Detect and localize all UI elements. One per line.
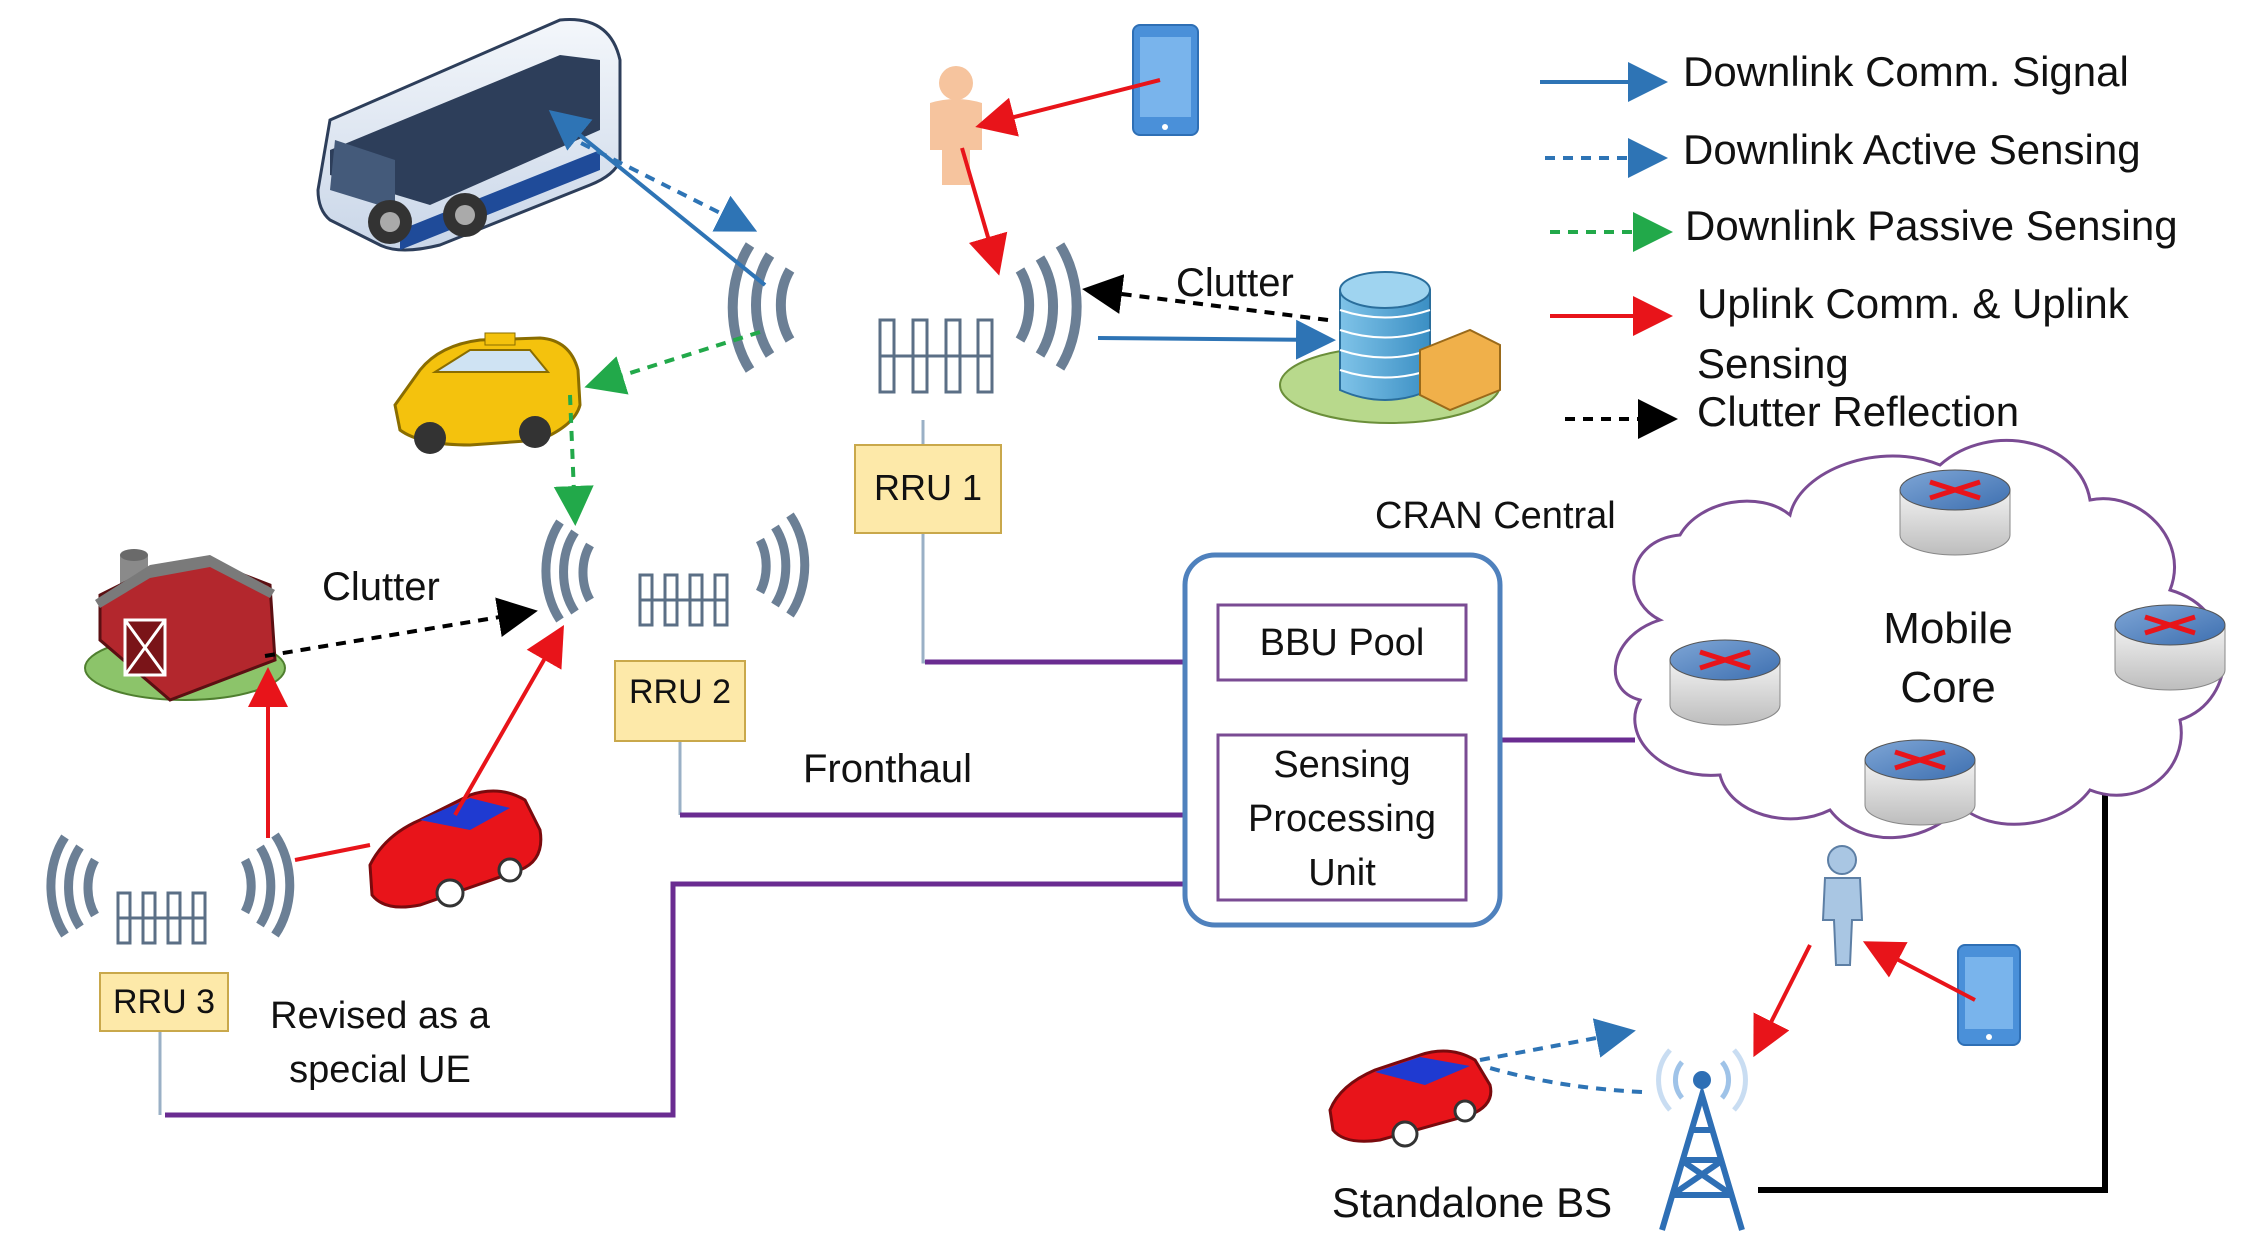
mobile-core-line1: Mobile [1883, 604, 2013, 653]
signal-waves-left [46, 834, 99, 938]
signal-arrows [248, 78, 1976, 1094]
antenna-icon [878, 318, 994, 394]
core-bs-backhaul [1758, 765, 2108, 1193]
rru2-box [614, 660, 746, 742]
barn-rru2-clutter [264, 597, 538, 658]
fronthaul-label: Fronthaul [803, 747, 972, 791]
rru3: RRU 3 [46, 832, 295, 1032]
person2-bs-uplink [1753, 944, 1812, 1058]
signal-waves-right [240, 832, 295, 938]
legend-downlink-passive: Downlink Passive Sensing [1685, 202, 2178, 249]
phone-icon [1957, 944, 2021, 1046]
cloud-icon [1613, 439, 2226, 839]
bus-icon [316, 18, 622, 252]
legend-uplink-line2: Sensing [1697, 340, 1849, 387]
tower-icon [1656, 1048, 1748, 1231]
signal-waves-right [1015, 242, 1082, 371]
sensing-processing-box [1216, 733, 1468, 902]
phone-icon [1132, 24, 1199, 136]
rru1-taxi-passive [584, 330, 761, 395]
legend: Downlink Comm. Signal Downlink Active Se… [1540, 48, 2178, 439]
phone-person-uplink [975, 78, 1161, 137]
barn-icon [84, 549, 286, 702]
rru1-bus-comm [548, 109, 767, 287]
building-icon [1279, 271, 1501, 424]
fronthaul-links [158, 420, 2108, 1193]
rru3-label: RRU 3 [113, 983, 215, 1021]
red-car-icon [1328, 1049, 1493, 1148]
red-car-icon [368, 789, 543, 909]
car-rru3-uplink [294, 843, 371, 862]
legend-uplink-line1: Uplink Comm. & Uplink [1697, 280, 2130, 327]
legend-clutter-reflection: Clutter Reflection [1697, 388, 2019, 435]
building-rru1-clutter [1082, 274, 1329, 322]
taxi-icon [393, 332, 582, 454]
router-icon [2114, 604, 2226, 691]
signal-waves-left [727, 242, 795, 373]
router-icon [1669, 639, 1781, 726]
cran-central: CRAN Central BBU Pool Sensing Processing… [1182, 495, 1616, 928]
mobile-core: Mobile Core [1613, 439, 2226, 839]
antenna-icon [116, 891, 207, 945]
rru1-label: RRU 1 [874, 467, 982, 508]
rru1-box [854, 444, 1002, 534]
rru2-label: RRU 2 [629, 673, 731, 711]
bbu-pool-label: BBU Pool [1260, 622, 1425, 664]
phone-person2-uplink [1862, 941, 1976, 1002]
spu-line2: Processing [1248, 798, 1436, 840]
rru2: RRU 2 [541, 512, 810, 742]
person-icon [1821, 845, 1864, 966]
person-rru1-uplink [960, 147, 1008, 276]
legend-downlink-comm: Downlink Comm. Signal [1683, 48, 2129, 95]
car-bs-active-return [1479, 1018, 1636, 1062]
signal-waves-left [541, 519, 594, 623]
rru1-building-comm [1097, 319, 1336, 360]
special-ue-line2: special UE [289, 1049, 471, 1091]
taxi-rru2-passive [553, 394, 594, 526]
antenna-icon [638, 573, 729, 627]
legend-downlink-active: Downlink Active Sensing [1683, 126, 2141, 173]
rru3-box [99, 972, 229, 1032]
car-rru2-uplink [453, 625, 564, 816]
person-icon [930, 66, 982, 185]
rru3-fronthaul [165, 881, 1185, 1118]
spu-line1: Sensing [1273, 744, 1410, 786]
spu-line3: Unit [1308, 852, 1376, 894]
signal-waves-right [755, 512, 810, 618]
router-icon [1899, 469, 2011, 556]
cran-central-label: CRAN Central [1375, 495, 1616, 537]
clutter-label-top: Clutter [1176, 261, 1294, 305]
mobile-core-line2: Core [1900, 663, 1995, 712]
clutter-label-left: Clutter [322, 565, 440, 609]
standalone-bs-label: Standalone BS [1332, 1179, 1612, 1226]
router-icon [1864, 739, 1976, 826]
special-ue-line1: Revised as a [270, 995, 491, 1037]
rru1: RRU 1 [727, 242, 1082, 534]
bs-car-active [1489, 1066, 1643, 1094]
bbu-pool-box [1216, 603, 1468, 682]
